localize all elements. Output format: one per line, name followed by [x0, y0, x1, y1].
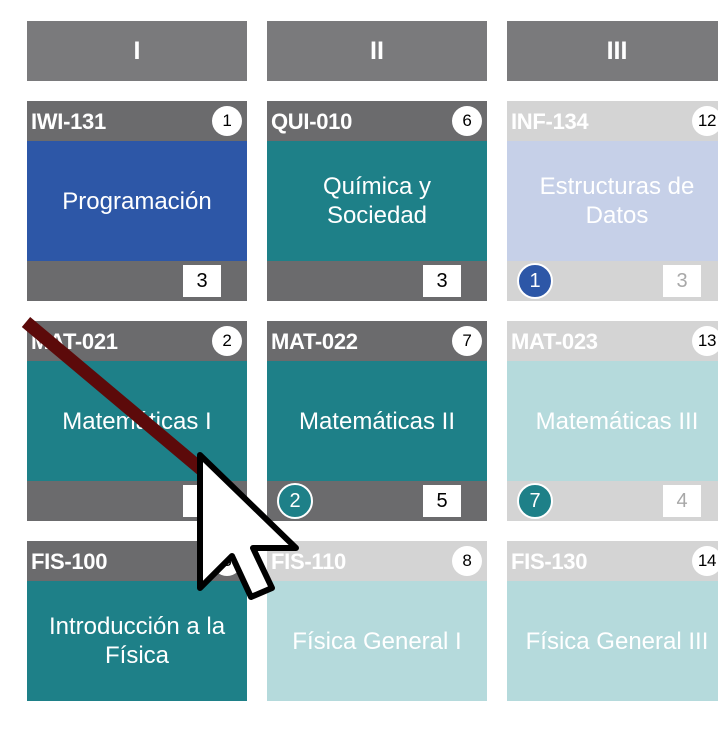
course-name: Programación — [27, 141, 247, 261]
course-number: 3 — [212, 546, 242, 576]
course-code: FIS-110 — [271, 549, 346, 574]
course-number: 1 — [212, 106, 242, 136]
course-code: QUI-010 — [271, 109, 353, 134]
course-footer: 7 4 — [507, 481, 718, 521]
course-card-fis110[interactable]: FIS-110 8 Física General I — [267, 541, 487, 741]
course-number: 12 — [692, 106, 718, 136]
course-header: FIS-100 3 — [27, 541, 247, 581]
course-header: FIS-130 14 — [507, 541, 718, 581]
course-name: Matemáticas I — [27, 361, 247, 481]
prerequisite-badge: 2 — [277, 483, 313, 519]
course-code: MAT-023 — [511, 329, 598, 354]
course-name: Química y Sociedad — [267, 141, 487, 261]
course-code: FIS-100 — [31, 549, 108, 574]
course-header: IWI-131 1 — [27, 101, 247, 141]
course-footer: 3 — [267, 261, 487, 301]
semester-header-1: I — [27, 21, 247, 81]
course-card-mat023[interactable]: MAT-023 13 Matemáticas III 7 4 — [507, 321, 718, 521]
course-name: Matemáticas III — [507, 361, 718, 481]
course-card-mat022[interactable]: MAT-022 7 Matemáticas II 2 5 — [267, 321, 487, 521]
course-card-qui010[interactable]: QUI-010 6 Química y Sociedad 3 — [267, 101, 487, 301]
course-footer: 2 5 — [267, 481, 487, 521]
prerequisite-badge: 7 — [517, 483, 553, 519]
course-card-fis100[interactable]: FIS-100 3 Introducción a la Física — [27, 541, 247, 741]
prerequisite-badge: 1 — [517, 263, 553, 299]
course-code: FIS-130 — [511, 549, 588, 574]
course-footer: 1 3 — [507, 261, 718, 301]
course-number: 2 — [212, 326, 242, 356]
course-name: Física General III — [507, 581, 718, 701]
course-header: MAT-022 7 — [267, 321, 487, 361]
course-code: MAT-022 — [271, 329, 358, 354]
course-number: 13 — [692, 326, 718, 356]
course-code: INF-134 — [511, 109, 589, 134]
course-card-mat021[interactable]: MAT-021 2 Matemáticas I 5 — [27, 321, 247, 521]
course-name: Matemáticas II — [267, 361, 487, 481]
course-credits: 3 — [183, 265, 221, 297]
course-footer: 5 — [27, 481, 247, 521]
course-number: 14 — [692, 546, 718, 576]
course-header: QUI-010 6 — [267, 101, 487, 141]
course-header: INF-134 12 — [507, 101, 718, 141]
course-name: Introducción a la Física — [27, 581, 247, 701]
course-card-inf134[interactable]: INF-134 12 Estructuras de Datos 1 3 — [507, 101, 718, 301]
course-credits: 3 — [663, 265, 701, 297]
course-number: 7 — [452, 326, 482, 356]
course-footer: 3 — [27, 261, 247, 301]
semester-header-2: II — [267, 21, 487, 81]
course-name: Física General I — [267, 581, 487, 701]
course-credits: 5 — [183, 485, 221, 517]
course-card-fis130[interactable]: FIS-130 14 Física General III — [507, 541, 718, 741]
course-header: MAT-021 2 — [27, 321, 247, 361]
course-code: IWI-131 — [31, 109, 106, 134]
course-card-iwi131[interactable]: IWI-131 1 Programación 3 — [27, 101, 247, 301]
course-header: FIS-110 8 — [267, 541, 487, 581]
course-code: MAT-021 — [31, 329, 118, 354]
course-name: Estructuras de Datos — [507, 141, 718, 261]
course-credits: 3 — [423, 265, 461, 297]
course-header: MAT-023 13 — [507, 321, 718, 361]
course-credits: 5 — [423, 485, 461, 517]
course-number: 6 — [452, 106, 482, 136]
semester-header-3: III — [507, 21, 718, 81]
course-credits: 4 — [663, 485, 701, 517]
course-number: 8 — [452, 546, 482, 576]
